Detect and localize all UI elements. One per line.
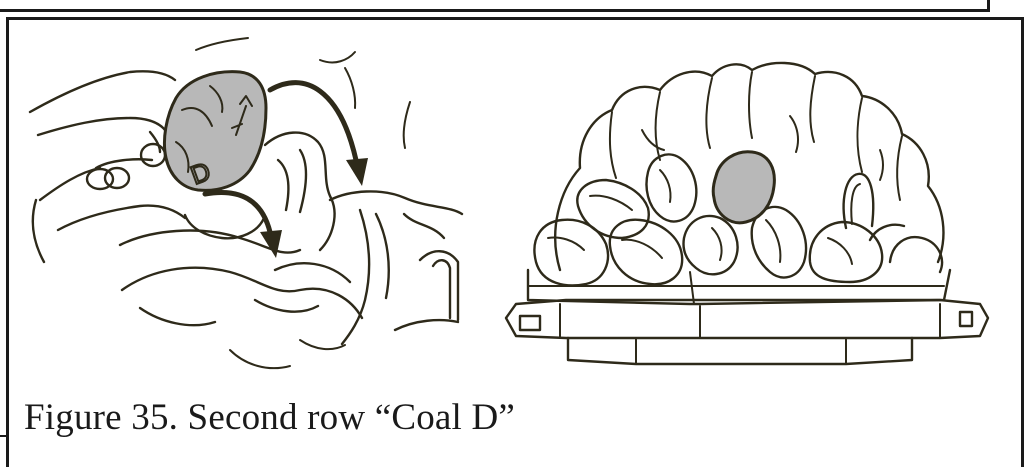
arrow-to-back-position [270, 83, 356, 160]
figure-caption: Figure 35. Second row “Coal D” [24, 396, 515, 439]
left-illustration-hand-placing-coal: D [30, 38, 462, 368]
coal-d-held: D [164, 72, 266, 191]
coal-d-placed [713, 152, 774, 223]
fire-bed-coals-left [120, 38, 462, 368]
arrowhead-front-position [260, 230, 282, 258]
right-illustration-coal-bed [506, 63, 988, 364]
arrowhead-back-position [346, 158, 368, 186]
